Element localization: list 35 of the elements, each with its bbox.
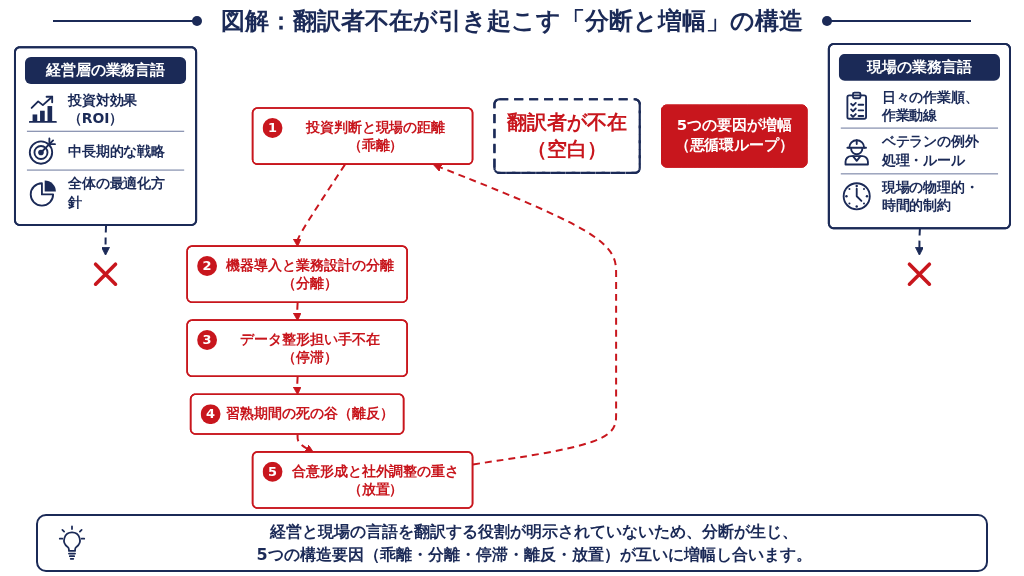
diagram-title: 図解：翻訳者不在が引き起こす「分断と増幅」の構造 xyxy=(221,6,803,37)
panel-heading: 経営層の業務言語 xyxy=(24,57,186,84)
item-text: 日々の作業順、作業動線 xyxy=(881,87,979,124)
dashed-arrow xyxy=(292,301,302,322)
step-text: データ整形担い手不在（停滞） xyxy=(238,330,381,367)
item-text: ベテランの例外処理・ルール xyxy=(881,132,979,170)
cross-mark xyxy=(907,262,931,286)
dashed-arrow xyxy=(100,224,110,256)
item-text: 中長期的な戦略 xyxy=(67,142,165,161)
step-text: 投資判断と現場の距離（乖離） xyxy=(304,118,446,155)
process-box xyxy=(251,451,473,509)
caption-text: 経営と現場の言語を翻訳する役割が明示されていないため、分断が生じ、5つの構造要因（乖離・分離・停滞・離反・放置）が互いに増幅し合います。 xyxy=(255,520,813,566)
panel-box xyxy=(13,46,197,227)
center-text: 翻訳者が不在（空白） xyxy=(505,109,628,163)
process-box xyxy=(251,107,473,165)
dashed-box xyxy=(492,98,641,175)
dashed-arrow xyxy=(914,227,924,256)
item-text: 投資対効果（ROI） xyxy=(67,90,138,128)
item-text: 現場の物理的・時間的制約 xyxy=(881,178,979,215)
cross-mark xyxy=(93,262,117,286)
process-box xyxy=(189,393,404,435)
dashed-arrow xyxy=(296,433,314,453)
dashed-arrow xyxy=(432,163,617,466)
highlight-box xyxy=(660,104,807,168)
process-box xyxy=(185,319,408,378)
step-text: 習熟期間の死の谷（離反） xyxy=(226,404,394,423)
step-text: 機器導入と業務設計の分離（分離） xyxy=(225,256,395,293)
step-text: 合意形成と社外調整の重さ（放置） xyxy=(290,461,460,499)
loop-text: 5つの要因が増幅（悪循環ループ） xyxy=(673,115,795,156)
item-text: 全体の最適化方針 xyxy=(67,174,165,212)
dashed-arrow xyxy=(292,163,346,248)
panel-heading: 現場の業務言語 xyxy=(838,53,1000,81)
dashed-arrow xyxy=(292,375,302,396)
process-box xyxy=(185,245,408,304)
panel-box xyxy=(827,43,1011,230)
